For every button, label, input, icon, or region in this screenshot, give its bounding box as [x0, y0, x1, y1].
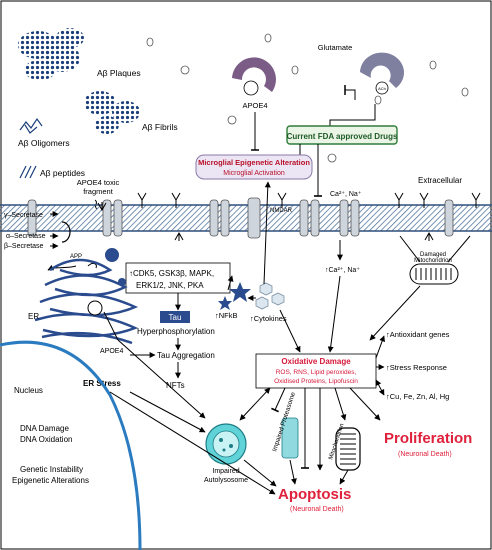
- er-apoe4-icon: [87, 300, 103, 316]
- apoe4-fragment-label-1: APOE4 toxic: [77, 178, 120, 187]
- oxidative-line2: Oxidised Proteins, Lipofuscin: [274, 378, 358, 385]
- ca-na-in-label: ↑Ca²⁺, Na⁺: [325, 267, 360, 274]
- proliferation-label: Proliferation: [384, 430, 472, 447]
- ab-fibrils-label: Aβ Fibrils: [142, 122, 178, 132]
- genetic-instability-label: Genetic Instability: [20, 465, 83, 474]
- impaired-autolysosome-icon: [205, 423, 247, 465]
- extracellular-label: Extracellular: [418, 176, 462, 185]
- membrane-receptors: [97, 192, 481, 241]
- ab-fibrils-icon: [84, 91, 140, 134]
- ab-oligomers-icon: [19, 117, 43, 134]
- apoe4-fragment-label-2: fragment: [83, 187, 114, 196]
- nucleus-label: Nucleus: [14, 386, 43, 395]
- ab-peptides-label: Aβ peptides: [40, 168, 85, 178]
- stress-response-label: ↑Stress Response: [386, 363, 447, 372]
- tau-aggregation-label: Tau Aggregation: [157, 351, 215, 360]
- autolysosome-label-1: Impaired: [212, 468, 239, 475]
- tau-label: Tau: [169, 313, 182, 322]
- ab-oligomers-label: Aβ Oligomers: [18, 138, 70, 148]
- kinases-line2: ERK1/2, JNK, PKA: [136, 281, 204, 290]
- proliferation-sub: (Neuronal Death): [398, 451, 452, 458]
- tau-box: [160, 311, 190, 323]
- er-icon: [34, 258, 139, 345]
- oxidative-box: [255, 353, 377, 389]
- membrane-channels: [27, 197, 454, 239]
- apoptosis-label: Apoptosis: [278, 486, 351, 503]
- kinases-line1: ↑CDK5, GSK3β, MAPK,: [129, 269, 214, 278]
- dna-oxidation-label: DNA Oxidation: [20, 435, 72, 444]
- fda-link: [329, 104, 376, 126]
- damaged-mito-label-2: Mitochondrion: [414, 258, 452, 264]
- mitochondrion-icon: [335, 427, 361, 471]
- antioxidant-label: ↑Antioxidant genes: [386, 330, 450, 339]
- beta-secretase-label: β–Secretase: [4, 243, 44, 250]
- nfkb-star-icons: [218, 282, 251, 310]
- vesicle-icon: [105, 248, 119, 262]
- fda-drugs-label: Current FDA approved Drugs: [287, 132, 398, 141]
- damaged-mitochondrion-icon: [409, 263, 459, 285]
- nmdar-label: NMDAR: [270, 208, 293, 214]
- glutamate-label: Glutamate: [318, 43, 353, 52]
- nucleus-membrane: [0, 340, 142, 550]
- proteasome-icon: [281, 417, 299, 459]
- cell-membrane: [0, 204, 492, 232]
- microglial-sub: Microglial Activation: [223, 170, 285, 177]
- metals-label: ↑Cu, Fe, Zn, Al, Hg: [386, 392, 449, 401]
- microglia-apoe4-icon: [232, 57, 276, 96]
- autolysosome-label-2: Autolysosome: [204, 477, 248, 484]
- receptor-label: ACh: [378, 86, 386, 91]
- fda-drugs-box: [286, 125, 398, 145]
- hyperphos-label: Hyperphosphorylation: [137, 327, 215, 336]
- kinase-box: [125, 262, 231, 294]
- dna-damage-label: DNA Damage: [20, 424, 69, 433]
- alpha-secretase-label: α–Secretase: [6, 233, 46, 240]
- microglial-title: Microglial Epigenetic Alteration: [198, 158, 310, 167]
- apoe4-er-label: APOE4: [100, 348, 123, 355]
- ca-na-top-label: Ca²⁺, Na⁺: [330, 191, 362, 198]
- app-cleavage-icon: [61, 221, 71, 243]
- oxidative-line1: ROS, RNS, Lipid peroxides,: [276, 369, 357, 376]
- nfkb-label: ↑NFkB: [215, 311, 238, 320]
- ab-peptides-icon: [19, 165, 37, 179]
- epigenetic-label: Epigenetic Alterations: [12, 476, 89, 485]
- ab-plaques-icon: [18, 28, 84, 80]
- particle-icons: [146, 33, 469, 163]
- app-label: APP: [70, 254, 82, 260]
- nfts-label: NFTs: [166, 381, 185, 390]
- microglial-box: [195, 154, 313, 180]
- gamma-secretase-label: γ–Secretase: [4, 212, 43, 219]
- oxidative-title: Oxidative Damage: [281, 357, 351, 366]
- cytokines-label: ↑Cytokines: [250, 314, 287, 323]
- receptor-icon: [360, 52, 404, 95]
- cytokines-icon: [255, 282, 285, 310]
- damaged-mito-label-1: Damaged: [420, 252, 446, 258]
- apoptosis-sub: (Neuronal Death): [290, 506, 344, 513]
- apoe4-top-label: APOE4: [242, 101, 267, 110]
- er-label: ER: [28, 312, 39, 321]
- ab-plaques-label: Aβ Plaques: [97, 68, 141, 78]
